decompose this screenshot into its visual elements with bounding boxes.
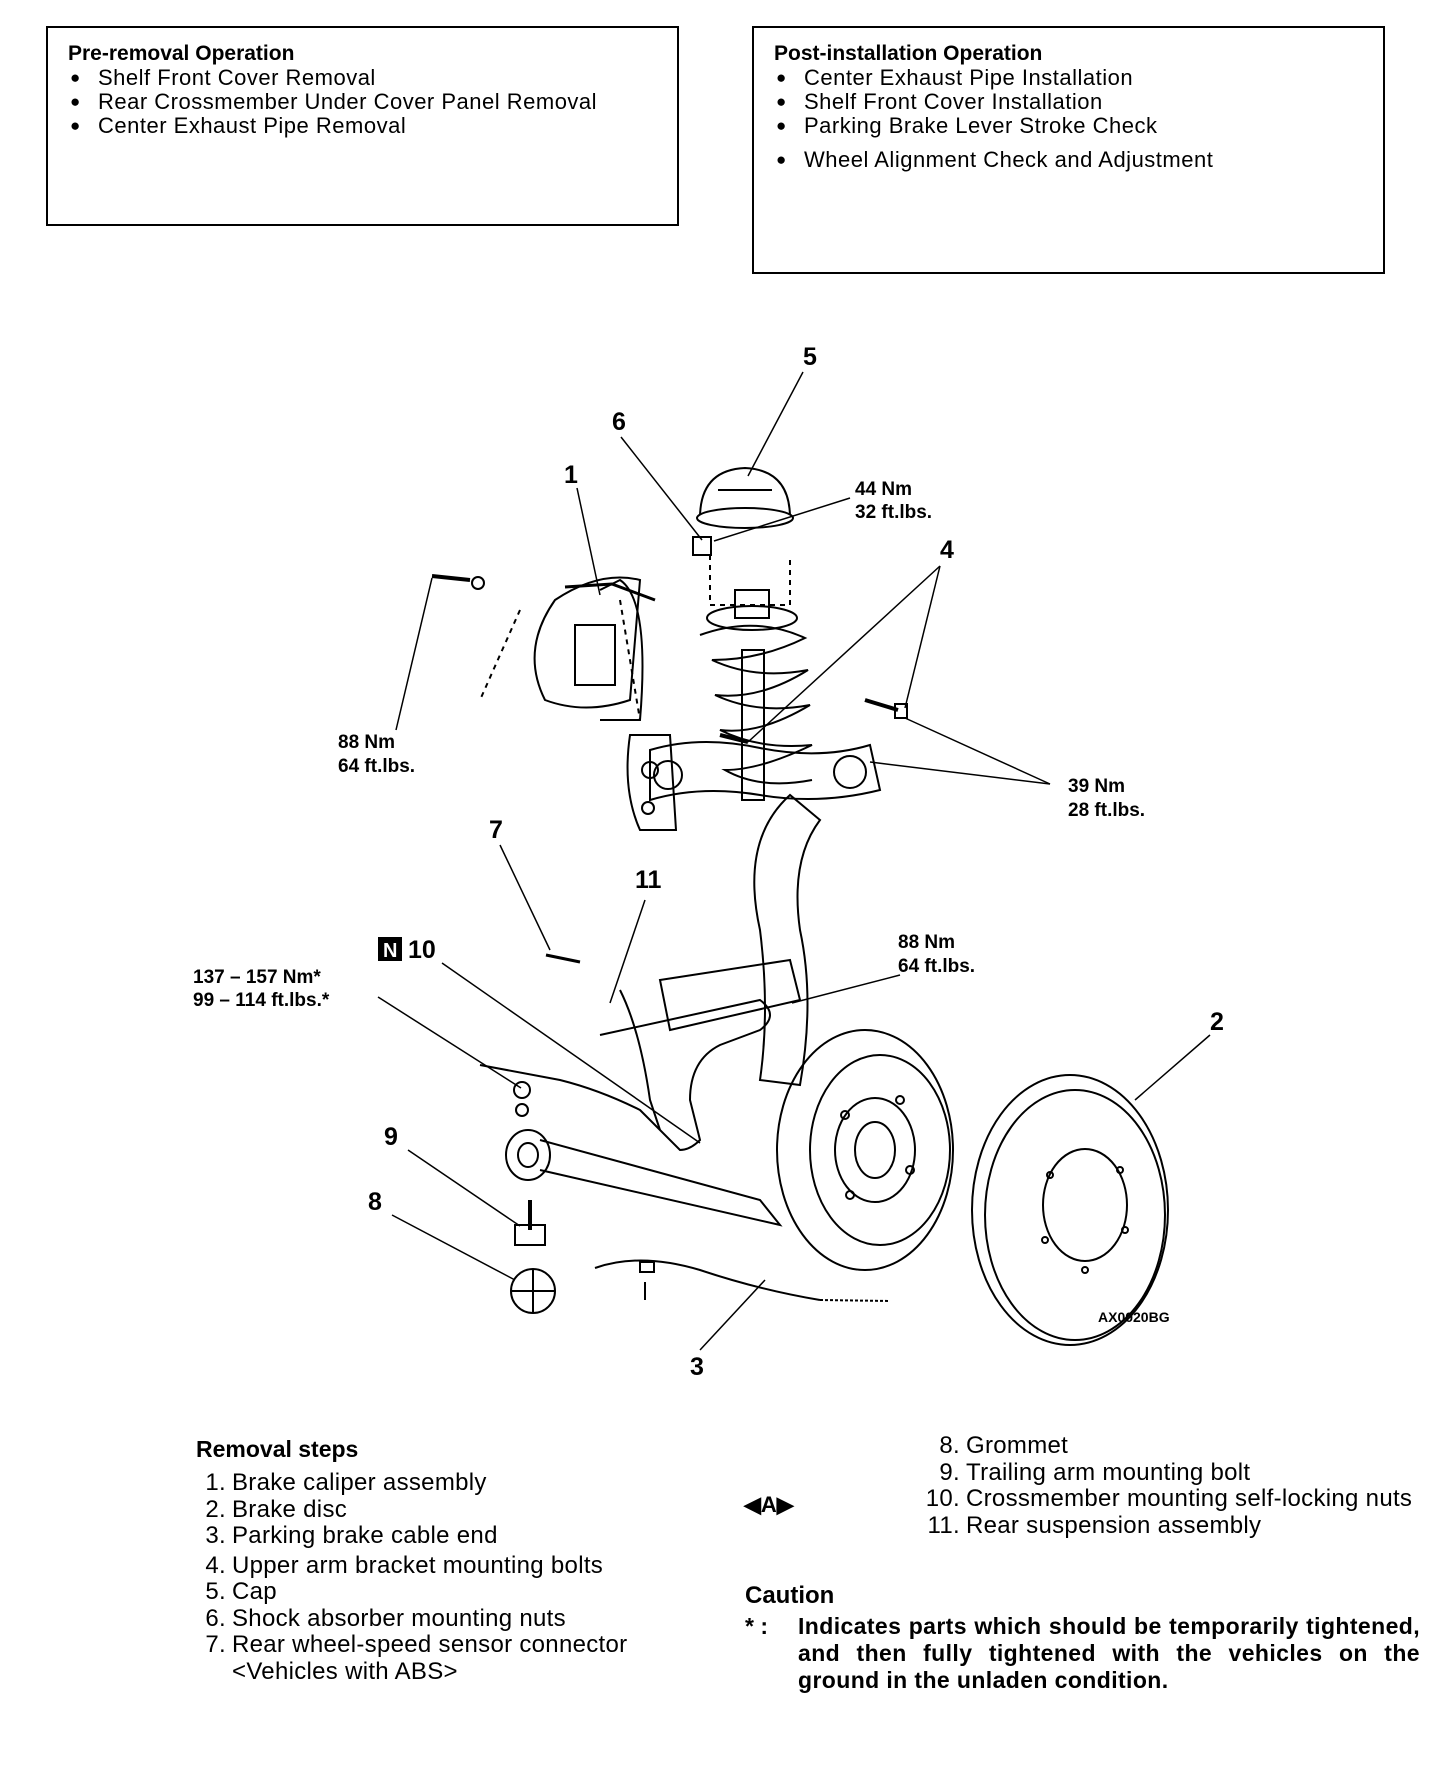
- step-number: 11.: [927, 1511, 960, 1539]
- list-item: Shelf Front Cover Removal: [68, 66, 657, 91]
- caution-asterisk: * :: [745, 1613, 768, 1639]
- caution-heading: Caution: [745, 1582, 835, 1609]
- step-number: 1.: [205, 1469, 226, 1496]
- torque-trailing-arm-ftlb: 99 – 114 ft.lbs.*: [193, 990, 330, 1011]
- service-point-tag: ◀A▶: [744, 1492, 794, 1517]
- post-installation-box: Post-installation Operation Center Exhau…: [752, 26, 1385, 274]
- new-part-badge: N: [378, 937, 402, 962]
- step-number: 3.: [205, 1522, 226, 1549]
- step-text: Brake disc: [232, 1495, 348, 1523]
- pre-removal-box: Pre-removal Operation Shelf Front Cover …: [46, 26, 679, 226]
- list-item: 9.Trailing arm mounting bolt: [918, 1458, 1438, 1487]
- step-text: Upper arm bracket mounting bolts: [232, 1551, 604, 1579]
- torque-upper-arm-ftlb: 28 ft.lbs.: [1068, 800, 1145, 821]
- removal-steps-list-left: 1.Brake caliper assembly 2.Brake disc 3.…: [196, 1469, 716, 1685]
- callout-8: 8: [368, 1188, 382, 1216]
- step-number: 5.: [205, 1578, 226, 1605]
- removal-steps-list-right: 8.Grommet 9.Trailing arm mounting bolt 1…: [918, 1432, 1438, 1540]
- step-number: 9.: [939, 1458, 960, 1486]
- list-item: 1.Brake caliper assembly: [196, 1469, 716, 1497]
- step-text: Grommet: [966, 1432, 1069, 1459]
- step-text: Trailing arm mounting bolt: [966, 1458, 1251, 1486]
- list-item: Shelf Front Cover Installation: [774, 90, 1363, 115]
- step-number: 8.: [939, 1432, 960, 1459]
- diagram-drawing: [431, 466, 1169, 1346]
- step-text: Cap: [232, 1578, 277, 1605]
- callout-10: 10: [408, 936, 436, 964]
- list-item: 8.Grommet: [918, 1432, 1438, 1460]
- step-text: Brake caliper assembly: [232, 1469, 487, 1496]
- callout-9: 9: [384, 1123, 398, 1151]
- list-item: 4.Upper arm bracket mounting bolts: [196, 1551, 716, 1580]
- list-item: 6.Shock absorber mounting nuts: [196, 1604, 716, 1633]
- callout-11: 11: [635, 866, 662, 894]
- list-item: Wheel Alignment Check and Adjustment: [774, 148, 1363, 173]
- post-installation-title: Post-installation Operation: [774, 42, 1043, 65]
- list-item: 3.Parking brake cable end: [196, 1522, 716, 1550]
- list-item: 11.Rear suspension assembly: [918, 1511, 1438, 1540]
- list-item: Parking Brake Lever Stroke Check: [774, 114, 1363, 139]
- step-number: 7.: [205, 1631, 226, 1658]
- leader-lines: [377, 371, 1211, 1351]
- torque-trailing-arm-nm: 137 – 157 Nm*: [193, 967, 321, 988]
- step-number: 2.: [205, 1495, 226, 1523]
- torque-crossmember-nm: 88 Nm: [898, 932, 955, 953]
- step-number: 4.: [205, 1551, 226, 1579]
- removal-steps-heading: Removal steps: [196, 1436, 359, 1462]
- step-number: 6.: [205, 1604, 226, 1632]
- list-item: 5.Cap: [196, 1578, 716, 1606]
- step-text: Rear wheel-speed sensor connector <Vehic…: [232, 1631, 628, 1685]
- callout-4: 4: [940, 536, 954, 564]
- list-item: 7.Rear wheel-speed sensor connector <Veh…: [196, 1631, 722, 1685]
- step-text: Crossmember mounting self-locking nuts: [966, 1485, 1413, 1512]
- list-item: Rear Crossmember Under Cover Panel Remov…: [68, 90, 657, 115]
- new-part-mark: N: [383, 940, 397, 962]
- step-text: Shock absorber mounting nuts: [232, 1604, 566, 1632]
- torque-crossmember-ftlb: 64 ft.lbs.: [898, 956, 975, 977]
- step-text: Parking brake cable end: [232, 1522, 498, 1549]
- list-item: 2.Brake disc: [196, 1495, 716, 1524]
- caution-text: Indicates parts which should be temporar…: [798, 1613, 1420, 1693]
- list-item: 10.Crossmember mounting self-locking nut…: [918, 1485, 1438, 1513]
- callout-5: 5: [803, 343, 817, 371]
- pre-removal-title: Pre-removal Operation: [68, 42, 295, 65]
- torque-cap-ftlb: 32 ft.lbs.: [855, 502, 932, 523]
- torque-caliper-ftlb: 64 ft.lbs.: [338, 756, 415, 777]
- step-text: Rear suspension assembly: [966, 1511, 1262, 1539]
- step-number: 10.: [925, 1485, 960, 1512]
- torque-cap-nm: 44 Nm: [855, 479, 912, 500]
- callout-2: 2: [1210, 1008, 1224, 1036]
- post-installation-list: Center Exhaust Pipe Installation Shelf F…: [774, 66, 1363, 173]
- figure-code: AX0020BG: [1098, 1309, 1170, 1325]
- torque-caliper-nm: 88 Nm: [338, 732, 395, 753]
- list-item: Center Exhaust Pipe Removal: [68, 114, 657, 139]
- torque-upper-arm-nm: 39 Nm: [1068, 776, 1125, 797]
- suspension-exploded-diagram: 5 6 1 4 7 11 N 10 2 9 8 3 44 Nm 32 ft.lb…: [193, 343, 1224, 1381]
- callout-3: 3: [690, 1353, 704, 1381]
- list-item: Center Exhaust Pipe Installation: [774, 66, 1363, 91]
- pre-removal-list: Shelf Front Cover Removal Rear Crossmemb…: [68, 66, 657, 139]
- callout-1: 1: [564, 461, 578, 489]
- callout-6: 6: [612, 408, 626, 436]
- callout-7: 7: [489, 816, 503, 844]
